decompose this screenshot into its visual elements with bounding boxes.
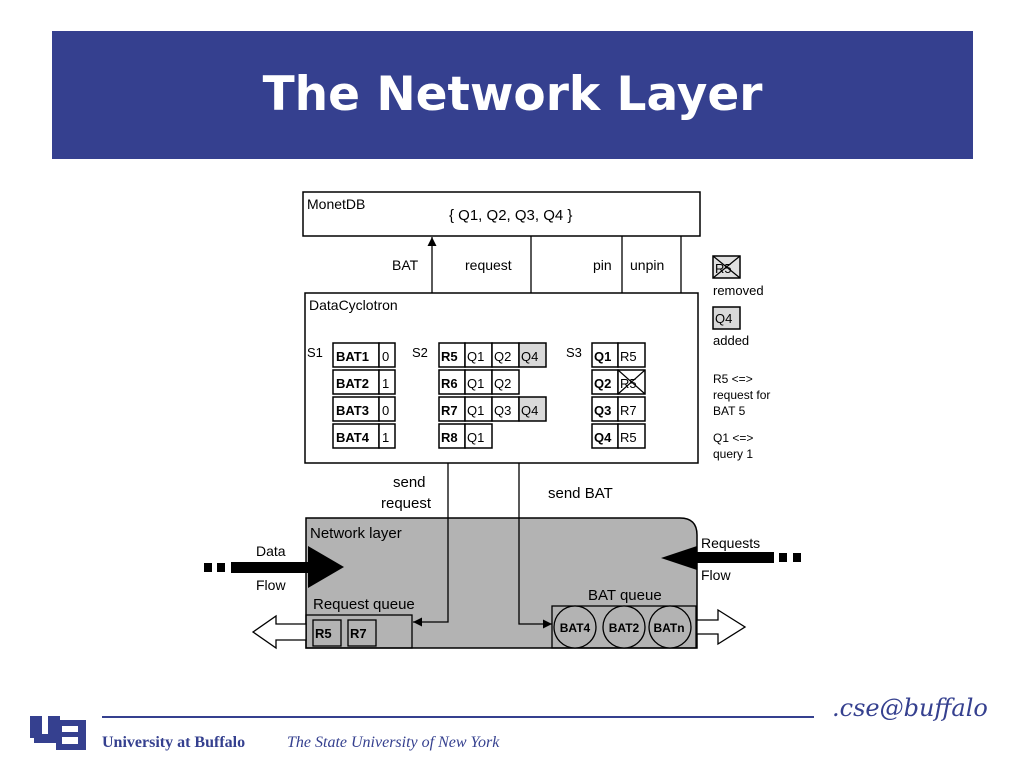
- s2-label: S2: [412, 345, 428, 360]
- send-bat-label: send BAT: [548, 485, 613, 502]
- s3-q-4: Q4: [594, 430, 612, 445]
- s2-req-1: R5: [441, 349, 458, 364]
- legend-note2-line2: query 1: [713, 447, 753, 461]
- s1-label: S1: [307, 345, 323, 360]
- data-flow-line2: Flow: [256, 577, 286, 593]
- bat-queue-item-bat4: BAT4: [560, 621, 591, 635]
- university-name: University at Buffalo: [102, 734, 246, 751]
- unpin-arrow-label: unpin: [630, 257, 664, 273]
- s2-cell-2-1: Q1: [467, 376, 484, 391]
- s1-bat-2: BAT2: [336, 376, 369, 391]
- legend-note1-line3: BAT 5: [713, 404, 746, 418]
- network-layer-label: Network layer: [310, 525, 402, 542]
- legend-added-symbol: Q4: [715, 311, 732, 326]
- legend-note2-line1: Q1 <=>: [713, 431, 753, 445]
- s2-cell-3-2: Q3: [494, 403, 511, 418]
- s3-q-2: Q2: [594, 376, 611, 391]
- removed-cross-icon: [617, 369, 646, 395]
- s3-r-4: R5: [620, 430, 637, 445]
- outgoing-bat-arrow: [696, 608, 747, 646]
- request-queue-item-r7: R7: [350, 626, 367, 641]
- monetdb-box: [302, 191, 701, 237]
- request-queue-item-r7-box: [347, 619, 377, 647]
- s3-r-3: R7: [620, 403, 637, 418]
- s2-req-3: R7: [441, 403, 458, 418]
- send-request-line2: request: [381, 495, 432, 512]
- s3-label: S3: [566, 345, 582, 360]
- bat-arrow-label: BAT: [392, 257, 419, 273]
- s1-table: [332, 342, 396, 449]
- requests-flow-line2: Flow: [701, 567, 731, 583]
- monetdb-label: MonetDB: [307, 196, 365, 212]
- s2-req-4: R8: [441, 430, 458, 445]
- s2-cell-2-2: Q2: [494, 376, 511, 391]
- request-queue-item-r5: R5: [315, 626, 332, 641]
- requests-flow-line1: Requests: [701, 535, 760, 551]
- s2-cell-1-3: Q4: [521, 349, 538, 364]
- bat-queue-item-bat2-circle: [602, 605, 646, 649]
- s3-q-3: Q3: [594, 403, 611, 418]
- s1-bit-1: 0: [382, 349, 389, 364]
- pin-arrow-label: pin: [593, 257, 612, 273]
- s1-bit-2: 1: [382, 376, 389, 391]
- bat-queue-label: BAT queue: [588, 587, 662, 604]
- s2-cell-1-1: Q1: [467, 349, 484, 364]
- request-queue-item-r5-box: [312, 619, 342, 647]
- s2-table: [438, 342, 547, 449]
- bat-queue-item-bat2: BAT2: [609, 621, 640, 635]
- legend-added-box: [712, 306, 741, 330]
- s1-bat-1: BAT1: [336, 349, 369, 364]
- data-flow-line1: Data: [256, 543, 286, 559]
- s2-cell-1-2: Q2: [494, 349, 511, 364]
- s1-bit-3: 0: [382, 403, 389, 418]
- outgoing-request-arrow: [251, 614, 307, 650]
- suny-name: The State University of New York: [287, 734, 500, 751]
- s3-r-2: R5: [620, 376, 637, 391]
- s2-cell-3-3: Q4: [521, 403, 538, 418]
- send-request-line1: send: [393, 474, 426, 491]
- s1-bat-3: BAT3: [336, 403, 369, 418]
- legend-removed-label: removed: [713, 283, 764, 298]
- send-bat-connector: [518, 463, 552, 629]
- s3-q-1: Q1: [594, 349, 611, 364]
- bat-queue-item-batn-circle: [648, 605, 692, 649]
- s1-bit-4: 1: [382, 430, 389, 445]
- slide-title: The Network Layer: [262, 67, 763, 122]
- s1-bat-4: BAT4: [336, 430, 370, 445]
- send-request-connector: [413, 463, 449, 627]
- title-banner: The Network Layer: [52, 31, 973, 159]
- requests-flow-arrow: [661, 546, 801, 570]
- bat-queue-item-bat4-circle: [553, 605, 597, 649]
- s2-cell-3-1: Q1: [467, 403, 484, 418]
- datacyclotron-label: DataCyclotron: [309, 297, 398, 313]
- bat-queue-item-batn: BATn: [653, 621, 684, 635]
- s3-r-1: R5: [620, 349, 637, 364]
- legend-note1-line2: request for: [713, 388, 770, 402]
- legend-cross-icon: [712, 255, 741, 279]
- footer-divider: [102, 716, 814, 718]
- ub-logo-icon: [30, 716, 86, 750]
- legend-added-label: added: [713, 333, 749, 348]
- s2-req-2: R6: [441, 376, 458, 391]
- data-flow-arrow: [204, 546, 344, 588]
- query-set: { Q1, Q2, Q3, Q4 }: [449, 207, 572, 224]
- cse-buffalo-logo: .cse@buffalo: [832, 694, 988, 722]
- request-queue-label: Request queue: [313, 596, 415, 613]
- s2-cell-4-1: Q1: [467, 430, 484, 445]
- request-arrow-label: request: [465, 257, 512, 273]
- legend-note1-line1: R5 <=>: [713, 372, 753, 386]
